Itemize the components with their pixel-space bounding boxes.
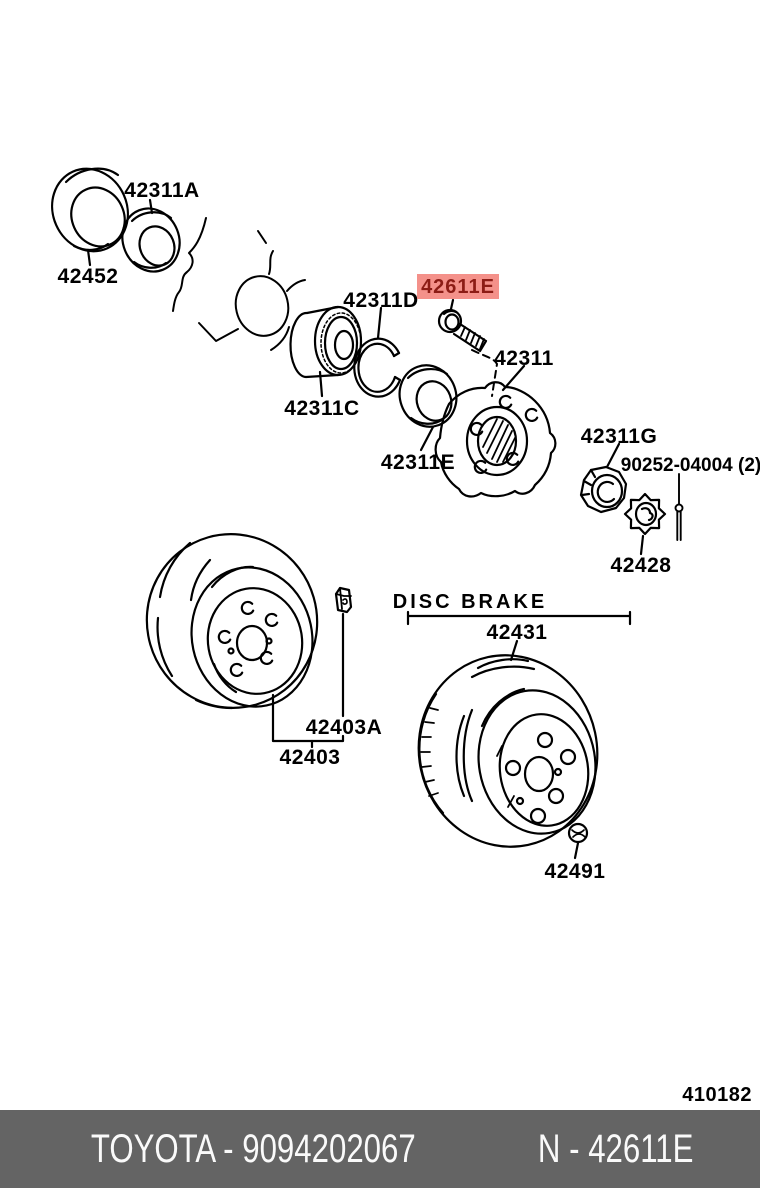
part-42403A-drawing — [334, 586, 353, 718]
part-42311-drawing — [434, 364, 557, 498]
part-42311A-drawing — [121, 198, 181, 273]
part-label-42452: 42452 — [57, 265, 119, 288]
highlighted-part-label-box: 42611E — [417, 274, 499, 299]
part-42311C-drawing — [289, 305, 363, 398]
part-label-42311C: 42311C — [284, 397, 360, 420]
part-42311D-drawing — [353, 306, 402, 398]
part-label-42491: 42491 — [544, 860, 606, 883]
section-label-disc-brake: DISC BRAKE — [392, 591, 548, 613]
part-42452-drawing — [51, 167, 129, 267]
part-label-42403A: 42403A — [305, 716, 383, 739]
part-label-42311D: 42311D — [343, 289, 419, 312]
part-42403-drawing — [145, 533, 345, 749]
axle-carrier-sketch — [172, 217, 306, 351]
part-42428-drawing — [623, 492, 667, 556]
part-label-42311: 42311 — [494, 347, 554, 370]
part-label-42428: 42428 — [610, 554, 672, 577]
part-label-42311E: 42311E — [380, 451, 456, 474]
footer-brand-part-number: TOYOTA - 9094202067 — [90, 1126, 416, 1171]
part-42611E-drawing — [437, 298, 498, 397]
part-label-42431: 42431 — [486, 621, 548, 644]
part-42311E-drawing — [398, 364, 458, 452]
part-label-42311G: 42311G — [580, 425, 658, 448]
part-90252-drawing — [674, 473, 684, 541]
part-42431-drawing — [417, 654, 599, 848]
footer-catalog-number: N - 42611E — [537, 1126, 694, 1171]
part-42491-drawing — [567, 822, 589, 860]
footer-bar: TOYOTA - 9094202067 N - 42611E — [0, 1110, 760, 1188]
highlighted-part-label: 42611E — [421, 275, 495, 298]
part-label-90252-04004: 90252-04004 (2) — [620, 455, 760, 476]
disc-brake-bracket — [406, 610, 632, 662]
part-label-42311A: 42311A — [124, 179, 200, 202]
part-label-42403: 42403 — [279, 746, 341, 769]
part-42311G-drawing — [579, 442, 628, 514]
drawing-number: 410182 — [682, 1084, 752, 1106]
